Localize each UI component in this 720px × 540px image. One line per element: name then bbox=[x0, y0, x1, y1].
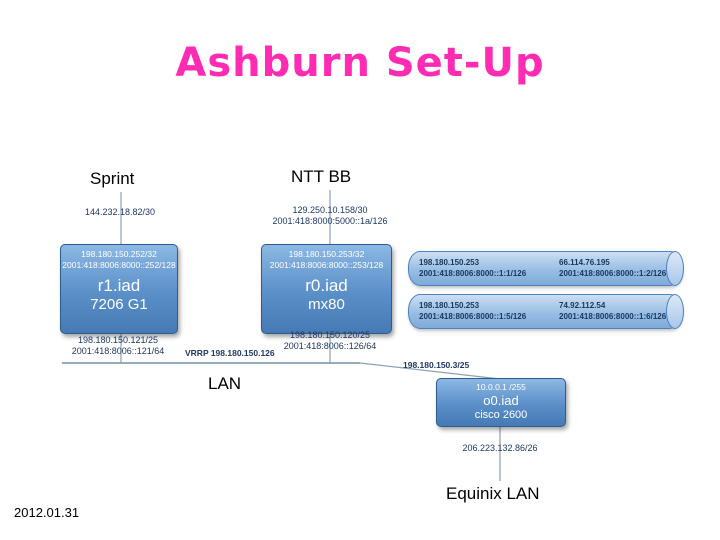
router-r1-node: 198.180.150.252/32 2001:418:8006:8000::2… bbox=[60, 244, 178, 334]
router-o0-node: 10.0.0.1 /255 o0.iad cisco 2600 bbox=[436, 378, 566, 427]
tunnel-2-local-ipv6: 2001:418:8006:8000::1:5/126 bbox=[419, 311, 527, 321]
r0-model: mx80 bbox=[308, 295, 345, 313]
equinix-lan-label: Equinix LAN bbox=[446, 484, 540, 503]
sprint-link-ipv4: 144.232.18.82/30 bbox=[84, 207, 156, 217]
r0-loopback-ipv4: 198.180.150.253/32 bbox=[288, 249, 365, 259]
tunnel-1-local-ipv6: 2001:418:8006:8000::1:1/126 bbox=[419, 268, 527, 278]
tunnel-1-local-ipv4: 198.180.150.253 bbox=[419, 257, 480, 267]
lan-to-o0-line bbox=[359, 362, 501, 380]
tunnel-1-cylinder: 198.180.150.253 2001:418:8006:8000::1:1/… bbox=[408, 251, 684, 286]
r1-model: 7206 G1 bbox=[90, 295, 148, 313]
ntt-uplink-label: NTT BB bbox=[291, 167, 352, 186]
tunnel-1-remote-ipv4: 66.114.76.195 bbox=[559, 257, 610, 267]
r1-lan-ipv4: 198.180.150.121/25 bbox=[77, 335, 159, 345]
tunnel-2-remote-ipv4: 74.92.112.54 bbox=[559, 300, 606, 310]
tunnel-2-end-cap bbox=[666, 294, 684, 329]
sprint-uplink-label: Sprint bbox=[90, 169, 135, 188]
o0-model: cisco 2600 bbox=[474, 408, 528, 421]
tunnel-1-remote-ipv6: 2001:418:8006:8000::1:2/126 bbox=[559, 268, 667, 278]
o0-hostname: o0.iad bbox=[483, 393, 519, 409]
tunnel-2-local-ipv4: 198.180.150.253 bbox=[419, 300, 480, 310]
tunnel-2-remote-ipv6: 2001:418:8006:8000::1:6/126 bbox=[559, 311, 667, 321]
tunnel-1-end-cap bbox=[666, 251, 684, 286]
page-title: Ashburn Set-Up bbox=[175, 40, 545, 86]
equinix-link-ipv4: 206.223.132.86/26 bbox=[462, 443, 538, 453]
ntt-link-ipv6: 2001:418:8000:5000::1a/126 bbox=[272, 216, 388, 226]
r1-lan-ipv6: 2001:418:8006::121/64 bbox=[71, 346, 165, 356]
r1-loopback-ipv4: 198.180.150.252/32 bbox=[81, 249, 157, 259]
o0-link-ipv4: 198.180.150.3/25 bbox=[403, 360, 470, 370]
date-label: 2012.01.31 bbox=[14, 505, 80, 520]
tunnel-2-cylinder: 198.180.150.253 2001:418:8006:8000::1:5/… bbox=[408, 294, 684, 329]
ntt-link-ipv4: 129.250.10.158/30 bbox=[292, 205, 368, 215]
r1-hostname: r1.iad bbox=[97, 276, 141, 296]
r1-loopback-ipv6: 2001:418:8006:8000::252/128 bbox=[62, 260, 176, 271]
vrrp-address-label: VRRP 198.180.150.126 bbox=[185, 348, 275, 358]
o0-ip: 10.0.0.1 /255 bbox=[476, 382, 526, 392]
r0-lan-ipv6: 2001:418:8006::126/64 bbox=[283, 341, 377, 351]
r0-hostname: r0.iad bbox=[305, 276, 348, 296]
router-r0-node: 198.180.150.253/32 2001:418:8006:8000::2… bbox=[261, 244, 392, 334]
lan-label: LAN bbox=[208, 374, 242, 393]
r0-loopback-ipv6: 2001:418:8006:8000::253/128 bbox=[269, 260, 384, 271]
r0-lan-ipv4: 198.180.150.120/25 bbox=[289, 330, 371, 340]
